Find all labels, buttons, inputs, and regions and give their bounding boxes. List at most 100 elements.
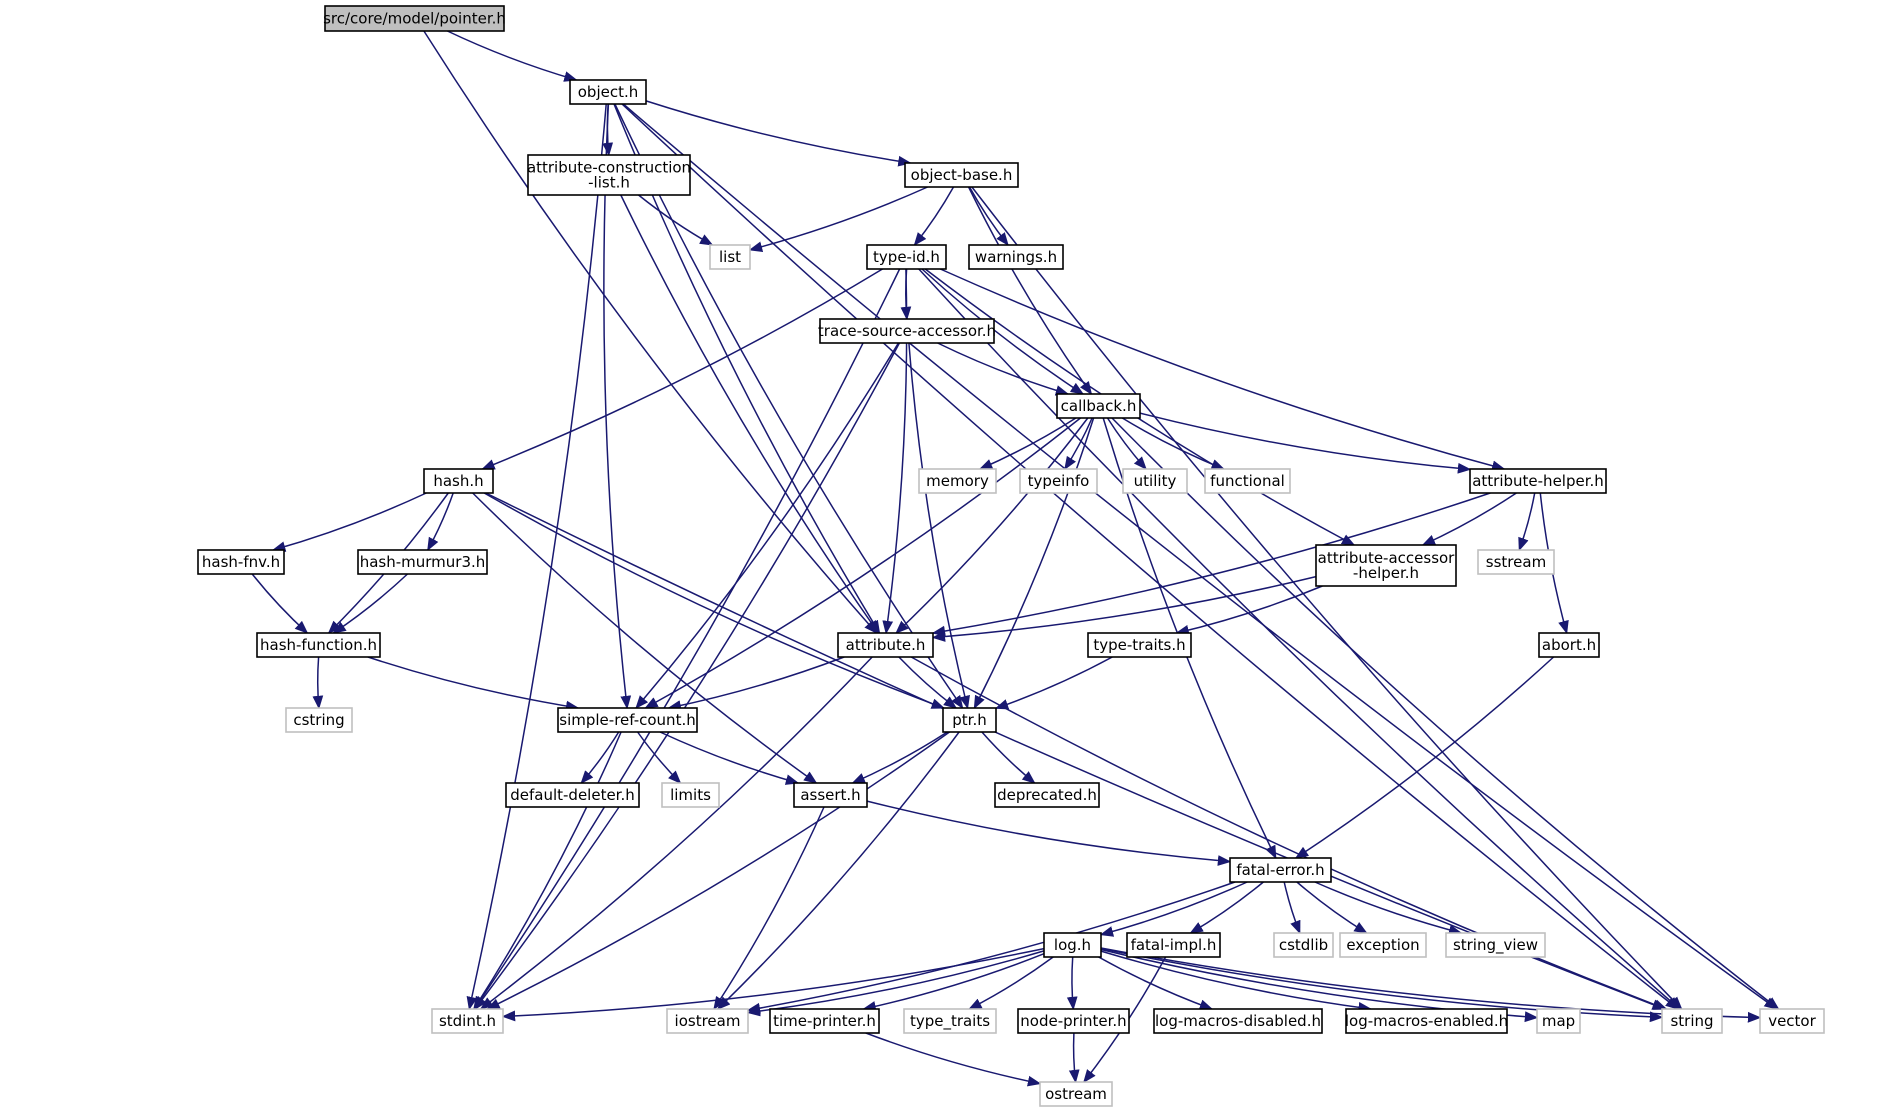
edge-hashmm3-to-hashfunc: [332, 573, 409, 634]
node-objbase[interactable]: object-base.h: [904, 162, 1019, 188]
node-box: [866, 244, 947, 270]
node-label: list: [719, 248, 741, 266]
edge-typeid-to-attribute: [882, 268, 908, 635]
edge-objbase-to-callback: [967, 186, 1093, 396]
node-box: [1204, 468, 1291, 494]
edge-ahelper-to-aah: [1421, 492, 1517, 546]
edge-timeprinter-to-ostream: [865, 1032, 1042, 1087]
node-ptr[interactable]: ptr.h: [942, 707, 997, 733]
node-box: [1229, 857, 1332, 883]
node-box: [661, 782, 720, 808]
node-typeid[interactable]: type-id.h: [866, 244, 947, 270]
node-tsa[interactable]: trace-source-accessor.h: [818, 318, 996, 344]
node-label: attribute-construction: [527, 159, 691, 177]
edge-src-to-stdint: [473, 731, 622, 1011]
node-label: cstdlib: [1279, 936, 1328, 954]
node-label: fatal-impl.h: [1131, 936, 1217, 954]
node-box: [968, 244, 1064, 270]
node-assert[interactable]: assert.h: [793, 782, 868, 808]
node-hashfunc[interactable]: hash-function.h: [256, 632, 381, 658]
node-box: [1759, 1008, 1825, 1034]
node-object[interactable]: object.h: [569, 79, 647, 105]
node-label: map: [1542, 1012, 1575, 1030]
node-box: [423, 468, 494, 494]
node-acl[interactable]: attribute-construction-list.h: [527, 154, 691, 196]
edge-callback-to-functional: [1121, 417, 1225, 470]
edge-object-to-vector: [622, 103, 1778, 1010]
node-hashfnv[interactable]: hash-fnv.h: [197, 549, 285, 575]
node-box: [903, 1008, 997, 1034]
node-box: [431, 1008, 504, 1034]
node-label: iostream: [675, 1012, 741, 1030]
node-lme[interactable]: log-macros-enabled.h: [1345, 1008, 1508, 1034]
edge-fatalerror-to-iostream: [746, 881, 1236, 1014]
node-cstdlib: cstdlib: [1273, 932, 1334, 958]
node-label: string_view: [1453, 936, 1538, 955]
node-sstream: sstream: [1477, 549, 1555, 575]
node-box: [1043, 932, 1102, 958]
node-lmd[interactable]: log-macros-disabled.h: [1153, 1008, 1323, 1034]
node-box: [1538, 632, 1600, 658]
node-label: assert.h: [800, 786, 860, 804]
edge-typetraitsh-to-ptr: [994, 656, 1113, 710]
node-callback[interactable]: callback.h: [1056, 393, 1141, 419]
node-aah[interactable]: attribute-accessor-helper.h: [1315, 544, 1457, 587]
edge-fatalerror-to-stringview: [1314, 881, 1463, 936]
node-box: [1477, 549, 1555, 575]
edge-typeid-to-hash: [481, 268, 883, 470]
node-pointer[interactable]: src/core/model/pointer.h: [323, 5, 506, 32]
edge-typeid-to-string: [918, 268, 1681, 1010]
node-hash[interactable]: hash.h: [423, 468, 494, 494]
node-box: [527, 154, 691, 196]
node-box: [666, 1008, 749, 1034]
edge-hash-to-assert: [472, 492, 818, 784]
node-typetraitsh[interactable]: type-traits.h: [1087, 632, 1192, 658]
edge-object-to-string: [621, 103, 1680, 1010]
edge-typeid-to-stdint: [473, 268, 901, 1011]
node-deprecated[interactable]: deprecated.h: [994, 782, 1100, 808]
node-timeprinter[interactable]: time-printer.h: [769, 1008, 880, 1034]
node-label: simple-ref-count.h: [559, 711, 695, 729]
node-label: log-macros-disabled.h: [1155, 1012, 1321, 1030]
edge-ptr-to-deprecated: [981, 731, 1036, 784]
edge-objbase-to-typeid: [913, 186, 955, 247]
node-label: default-deleter.h: [510, 786, 635, 804]
node-label: attribute.h: [846, 636, 926, 654]
edge-tsa-to-ptr: [908, 342, 970, 710]
edge-objbase-to-string: [971, 186, 1683, 1010]
edge-attribute-to-string: [910, 656, 1668, 1010]
node-warnings[interactable]: warnings.h: [968, 244, 1064, 270]
node-box: [769, 1008, 880, 1034]
node-label: cstring: [293, 711, 344, 729]
node-ahelper[interactable]: attribute-helper.h: [1469, 468, 1607, 494]
node-box: [942, 707, 997, 733]
node-layer: src/core/model/pointer.h object.h attribut…: [197, 5, 1825, 1107]
edge-hash-to-hashmm3: [427, 492, 454, 552]
node-src[interactable]: simple-ref-count.h: [557, 707, 698, 733]
node-label: hash-function.h: [260, 636, 377, 654]
node-label: callback.h: [1061, 397, 1137, 415]
node-nodeprinter[interactable]: node-printer.h: [1017, 1008, 1130, 1034]
node-label: limits: [670, 786, 711, 804]
edge-tsa-to-src: [635, 342, 900, 710]
node-abort[interactable]: abort.h: [1538, 632, 1600, 658]
edge-fatalerror-to-cstdlib: [1283, 881, 1301, 935]
edge-attribute-to-stdint: [479, 656, 873, 1010]
edge-attribute-to-src: [667, 656, 845, 711]
node-box: [197, 549, 285, 575]
node-hashmm3[interactable]: hash-murmur3.h: [357, 549, 488, 575]
node-box: [256, 632, 381, 658]
node-log[interactable]: log.h: [1043, 932, 1102, 958]
node-fatalerror[interactable]: fatal-error.h: [1229, 857, 1332, 883]
node-label: trace-source-accessor.h: [818, 322, 996, 340]
node-fatalimpl[interactable]: fatal-impl.h: [1126, 932, 1221, 958]
edge-typeid-to-callback: [921, 268, 1085, 395]
edge-hashfunc-to-src: [367, 656, 580, 712]
edge-assert-to-iostream: [713, 806, 825, 1011]
node-attribute[interactable]: attribute.h: [837, 632, 934, 658]
node-string: string: [1661, 1008, 1723, 1034]
node-label: attribute-accessor: [1318, 549, 1456, 567]
edge-callback-to-utility: [1106, 417, 1147, 471]
node-label: stdint.h: [439, 1012, 496, 1030]
node-defdel[interactable]: default-deleter.h: [505, 782, 640, 808]
